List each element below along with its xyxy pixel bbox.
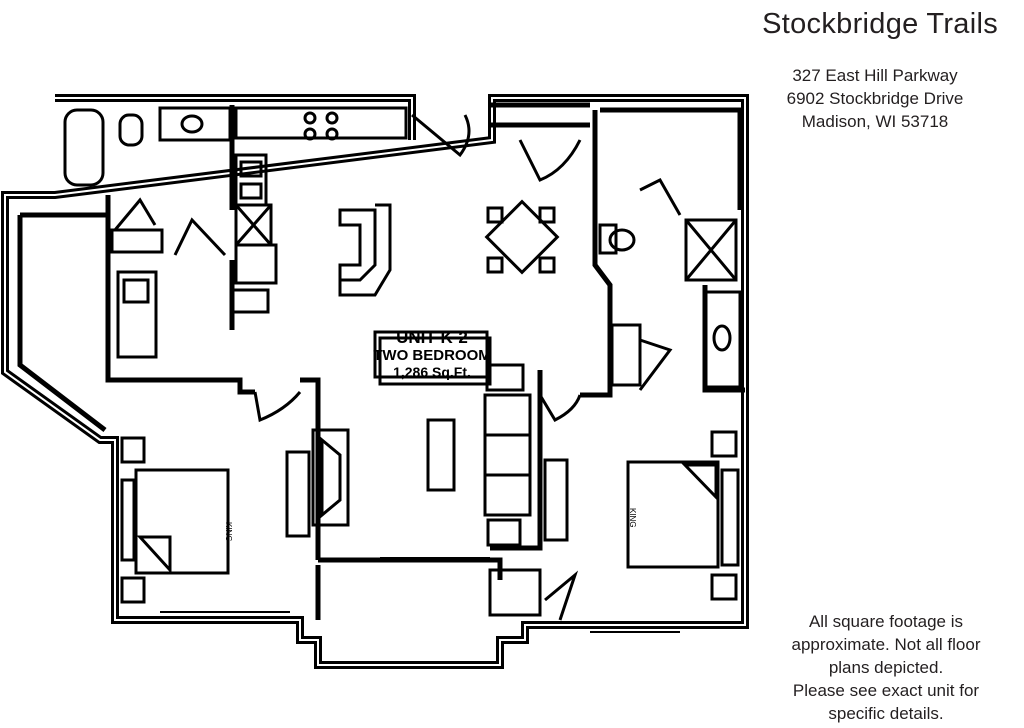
note-line: plans depicted. xyxy=(828,658,944,677)
interior-walls xyxy=(105,102,745,620)
unit-area: 1,286 Sq.Ft. xyxy=(393,364,471,380)
address-block: 327 East Hill Parkway 6902 Stockbridge D… xyxy=(770,64,980,133)
exterior-walls xyxy=(1,94,749,669)
unit-name: UNIT K-2 xyxy=(396,328,468,347)
bed-size-label-right: KING xyxy=(628,508,637,528)
bed-size-label-left: KING xyxy=(224,522,233,542)
address-line: Madison, WI 53718 xyxy=(801,112,949,131)
window-marks xyxy=(160,557,680,633)
address-line: 327 East Hill Parkway xyxy=(792,66,958,85)
fixtures xyxy=(63,106,742,389)
unit-type: TWO BEDROOM xyxy=(373,347,491,364)
address-line: 6902 Stockbridge Drive xyxy=(786,89,964,108)
floor-plan: KING KING UNIT K-2 TWO BEDROOM 1,286 Sq.… xyxy=(1,94,749,669)
disclaimer-note: All square footage is approximate. Not a… xyxy=(770,610,1002,725)
bedroom-right xyxy=(626,430,740,601)
door-swings xyxy=(113,113,682,621)
note-line: All square footage is xyxy=(808,612,964,631)
note-line: approximate. Not all floor xyxy=(791,635,981,654)
furniture xyxy=(285,199,569,617)
note-line: specific details. xyxy=(828,704,944,723)
bedroom-left xyxy=(120,436,230,604)
property-title: Stockbridge Trails xyxy=(762,8,998,40)
note-line: Please see exact unit for xyxy=(792,681,980,700)
